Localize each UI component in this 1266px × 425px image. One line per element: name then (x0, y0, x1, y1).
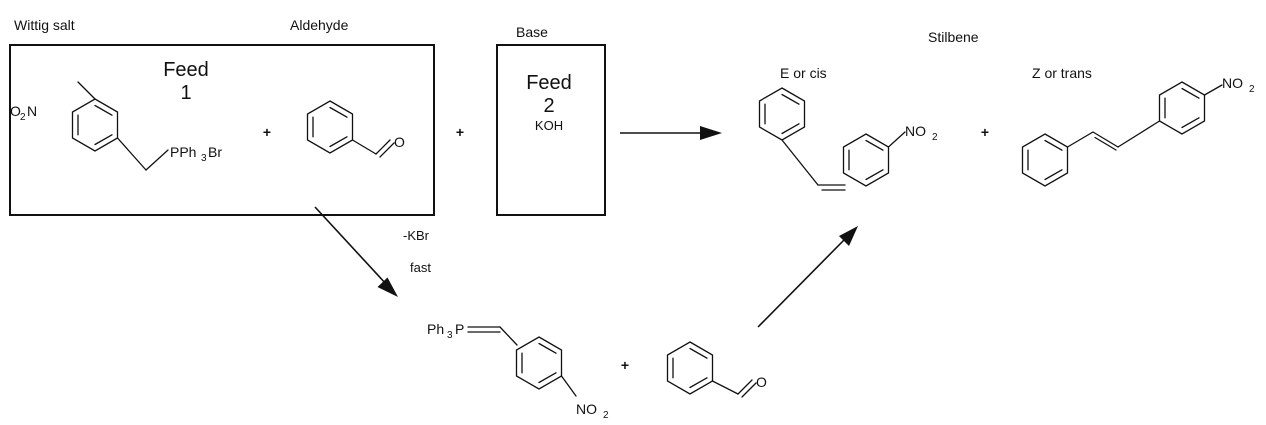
wittig-salt-molecule: O 2 N PPh 3 Br (10, 81, 222, 171)
wittig-o: O (10, 103, 21, 119)
plus-sign-2: + (456, 124, 464, 140)
ylide-no-sub: 2 (603, 410, 609, 421)
cis-no: NO (905, 123, 926, 139)
ylide-p: P (455, 321, 464, 337)
trans-no-sub: 2 (1249, 84, 1255, 95)
wittig-n: N (27, 103, 37, 119)
wittig-br: Br (208, 144, 222, 160)
plus-sign-3: + (981, 124, 989, 140)
label-aldehyde: Aldehyde (290, 17, 349, 33)
plus-sign-1: + (263, 124, 271, 140)
plus-sign-4: + (621, 357, 629, 373)
label-stilbene: Stilbene (928, 29, 979, 45)
label-fast: fast (410, 260, 431, 275)
benzaldehyde-o: O (394, 134, 405, 150)
feed1-box (9, 44, 435, 216)
arrow-ylide-to-stilbene (757, 226, 858, 328)
trans-stilbene-molecule: NO 2 (1021, 75, 1255, 187)
wittig-pph-sub: 3 (201, 153, 207, 164)
feed2-number: 2 (543, 95, 554, 117)
label-base: Base (516, 24, 548, 40)
label-wittig-salt: Wittig salt (14, 17, 75, 33)
wittig-pph: PPh (170, 144, 196, 160)
ylide-no: NO (576, 401, 597, 417)
feed1-number: 1 (180, 82, 191, 104)
benzaldehyde-bottom-o: O (756, 374, 767, 390)
feed2-word: Feed (526, 72, 572, 94)
cis-stilbene-molecule: NO 2 (758, 87, 938, 191)
ylide-ph: Ph (427, 321, 444, 337)
cis-no-sub: 2 (932, 132, 938, 143)
ylide-molecule: Ph 3 P NO 2 (427, 321, 609, 421)
ylide-ph-sub: 3 (447, 330, 453, 341)
benzaldehyde-molecule: O (306, 100, 405, 158)
label-z-or-trans: Z or trans (1032, 65, 1092, 81)
feed2-box (496, 44, 606, 216)
arrow-to-stilbene (620, 126, 722, 140)
label-e-or-cis: E or cis (780, 65, 827, 81)
label-minus-kbr: -KBr (403, 228, 430, 243)
feed2-reagent: KOH (535, 118, 563, 133)
trans-no: NO (1222, 75, 1243, 91)
arrow-to-ylide (314, 206, 398, 297)
wittig-o-sub: 2 (20, 112, 26, 123)
feed1-word: Feed (163, 59, 209, 81)
benzaldehyde-molecule-bottom: O (666, 341, 767, 398)
